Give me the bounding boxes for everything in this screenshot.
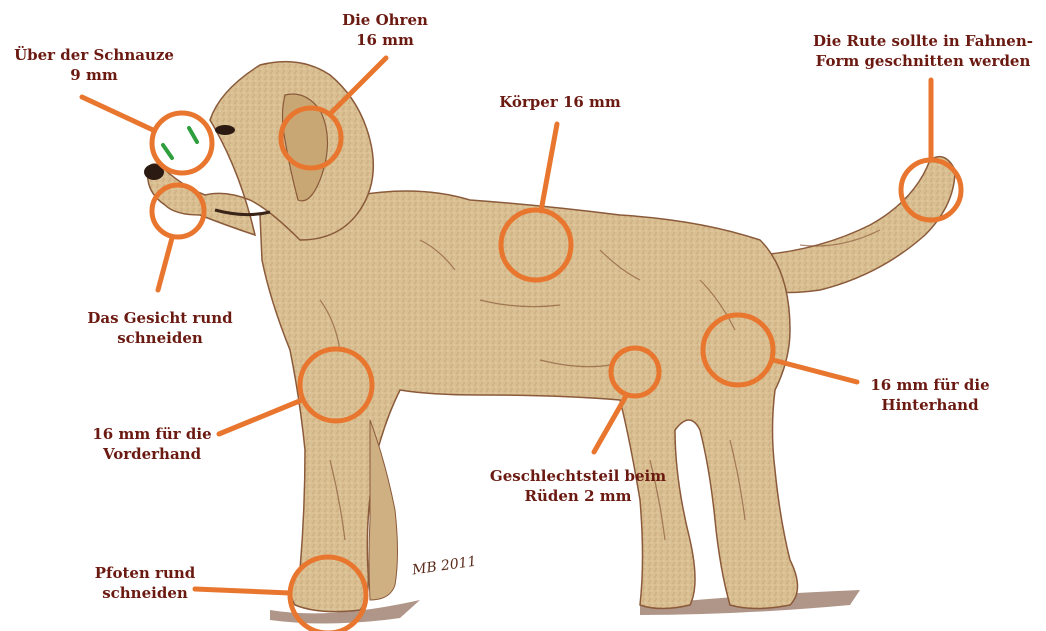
- label-genital-line2: Rüden 2 mm: [468, 486, 688, 506]
- label-genital: Geschlechtsteil beim Rüden 2 mm: [468, 466, 688, 506]
- label-snout-line1: Über der Schnauze: [4, 45, 184, 65]
- label-foreleg: 16 mm für die Vorderhand: [72, 424, 232, 464]
- callout-line-genital: [594, 396, 626, 452]
- label-tail: Die Rute sollte in Fahnen- Form geschnit…: [810, 31, 1036, 71]
- label-paws: Pfoten rund schneiden: [80, 563, 210, 603]
- dog-illustration: [144, 62, 955, 624]
- label-foreleg-line1: 16 mm für die: [72, 424, 232, 444]
- snout-marks: [163, 128, 197, 158]
- label-ears-line2: 16 mm: [330, 30, 440, 50]
- label-snout: Über der Schnauze 9 mm: [4, 45, 184, 85]
- snout-mark-left: [163, 145, 172, 158]
- dog-eye: [215, 125, 235, 135]
- label-tail-line2: Form geschnitten werden: [810, 51, 1036, 71]
- label-hindleg: 16 mm für die Hinterhand: [850, 375, 1010, 415]
- callout-circle-snout: [152, 113, 212, 173]
- label-face-line2: schneiden: [70, 328, 250, 348]
- label-foreleg-line2: Vorderhand: [72, 444, 232, 464]
- dog-body: [260, 191, 798, 612]
- label-face-line1: Das Gesicht rund: [70, 308, 250, 328]
- label-genital-line1: Geschlechtsteil beim: [468, 466, 688, 486]
- label-body: Körper 16 mm: [490, 92, 630, 112]
- label-tail-line1: Die Rute sollte in Fahnen-: [810, 31, 1036, 51]
- callout-line-snout: [82, 97, 153, 130]
- label-paws-line2: schneiden: [80, 583, 210, 603]
- label-ears: Die Ohren 16 mm: [330, 10, 440, 50]
- callout-line-face: [158, 238, 172, 290]
- label-paws-line1: Pfoten rund: [80, 563, 210, 583]
- label-hindleg-line1: 16 mm für die: [850, 375, 1010, 395]
- label-snout-line2: 9 mm: [4, 65, 184, 85]
- label-body-line1: Körper 16 mm: [490, 92, 630, 112]
- callout-line-body: [541, 124, 557, 211]
- label-hindleg-line2: Hinterhand: [850, 395, 1010, 415]
- callout-line-hindleg: [773, 360, 857, 382]
- label-face: Das Gesicht rund schneiden: [70, 308, 250, 348]
- dog-inner-foreleg: [369, 420, 398, 600]
- snout-mark-right: [189, 128, 197, 142]
- dog-tail: [760, 157, 955, 293]
- label-ears-line1: Die Ohren: [330, 10, 440, 30]
